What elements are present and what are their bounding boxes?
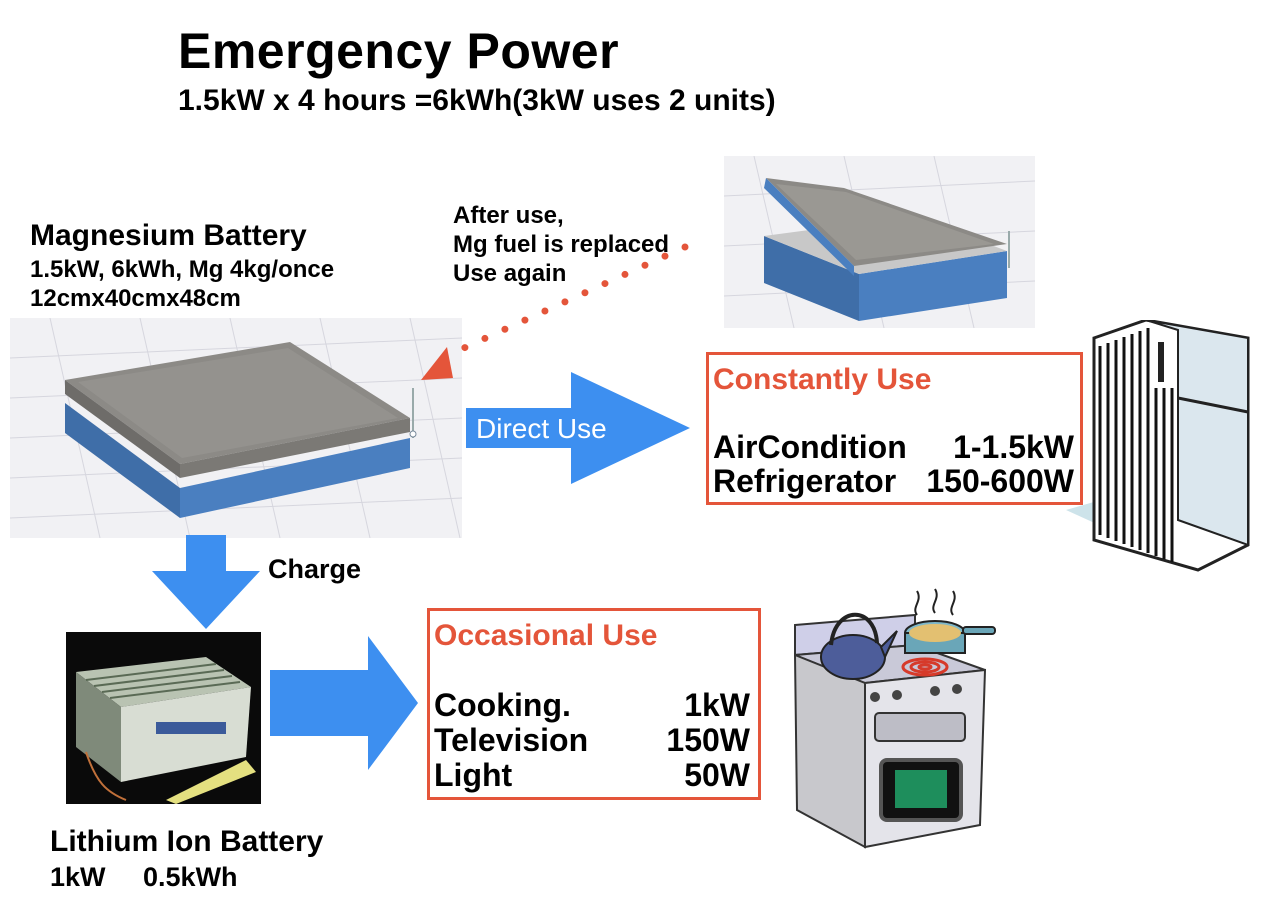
page-subtitle: 1.5kW x 4 hours =6kWh(3kW uses 2 units) xyxy=(178,84,776,117)
lithium-battery-spec: 1kW 0.5kWh xyxy=(50,862,238,892)
direct-use-label: Direct Use xyxy=(476,413,607,444)
lithium-battery-illustration xyxy=(76,657,256,804)
item-name: Cooking. xyxy=(434,687,571,723)
occasional-use-row-television: Television 150W xyxy=(434,722,750,759)
occasional-use-heading: Occasional Use xyxy=(434,619,658,652)
lithium-battery-title: Lithium Ion Battery xyxy=(50,825,324,858)
lithium-battery-image xyxy=(66,632,261,804)
reuse-note-line-2: Mg fuel is replaced xyxy=(453,231,670,258)
item-power: 1kW xyxy=(684,687,750,723)
item-power: 1-1.5kW xyxy=(953,429,1074,465)
constant-use-row-refrigerator: Refrigerator 150-600W xyxy=(713,463,1074,500)
charge-arrow xyxy=(152,535,260,629)
occasional-use-row-cooking: Cooking. 1kW xyxy=(434,687,750,724)
item-name: Refrigerator xyxy=(713,463,897,499)
constant-use-box: Constantly Use AirCondition 1-1.5kW Refr… xyxy=(706,352,1083,505)
item-name: AirCondition xyxy=(713,429,907,465)
stove-icon xyxy=(793,588,996,849)
reuse-note-line-3: Use again xyxy=(453,260,567,287)
magnesium-battery-title: Magnesium Battery xyxy=(30,219,307,252)
constant-use-row-aircondition: AirCondition 1-1.5kW xyxy=(713,429,1074,466)
item-power: 50W xyxy=(684,757,750,793)
magnesium-battery-spec-2: 12cmx40cmx48cm xyxy=(30,285,241,312)
reuse-arrowhead-icon xyxy=(421,347,453,380)
magnesium-battery-illustration xyxy=(10,318,462,538)
magnesium-battery-spec-1: 1.5kW, 6kWh, Mg 4kg/once xyxy=(30,256,335,283)
item-power: 150W xyxy=(666,722,750,758)
item-name: Television xyxy=(434,722,589,758)
occasional-use-box: Occasional Use Cooking. 1kW Television 1… xyxy=(427,608,761,800)
item-name: Light xyxy=(434,757,513,793)
reuse-note-line-1: After use, xyxy=(453,202,564,229)
charge-label: Charge xyxy=(268,554,362,584)
constant-use-heading: Constantly Use xyxy=(713,363,932,396)
open-battery-illustration xyxy=(724,156,1035,328)
item-power: 150-600W xyxy=(926,463,1074,499)
direct-use-arrow xyxy=(466,372,690,484)
magnesium-battery-image xyxy=(10,318,462,538)
occasional-use-arrow xyxy=(270,636,418,770)
page-title: Emergency Power xyxy=(178,23,620,79)
occasional-use-row-light: Light 50W xyxy=(434,757,750,794)
reuse-dotted-arrow xyxy=(421,243,689,380)
open-battery-image xyxy=(724,156,1035,328)
refrigerator-icon xyxy=(1066,320,1250,572)
